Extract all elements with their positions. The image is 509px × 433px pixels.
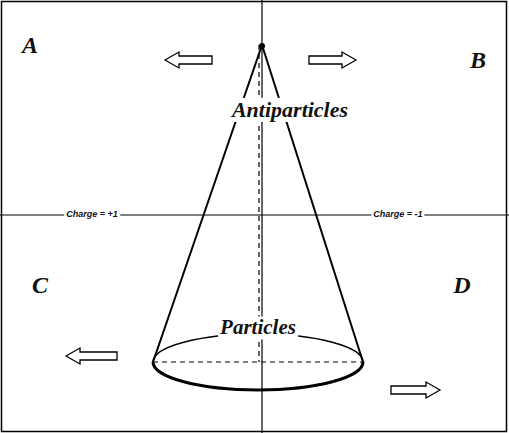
region-label: Antiparticles — [230, 98, 350, 122]
cone-side — [262, 45, 363, 362]
vertical-axis — [261, 0, 262, 433]
arrow-right — [309, 52, 356, 68]
cone-side — [153, 45, 262, 362]
region-label: Particles — [218, 316, 298, 339]
arrow-right — [391, 382, 440, 398]
axis-label: Charge = +1 — [64, 210, 120, 220]
arrow-left — [165, 52, 212, 68]
base-front — [153, 362, 363, 390]
quadrant-letter: B — [468, 47, 488, 73]
cone-axis — [258, 45, 259, 362]
quadrant-letter: A — [20, 32, 40, 58]
apex — [259, 43, 265, 49]
quadrant-letter: C — [30, 272, 50, 298]
quadrant-letter: D — [451, 272, 472, 298]
arrow-left — [66, 348, 117, 364]
axis-label: Charge = -1 — [371, 210, 424, 220]
base-diameter — [153, 361, 363, 362]
